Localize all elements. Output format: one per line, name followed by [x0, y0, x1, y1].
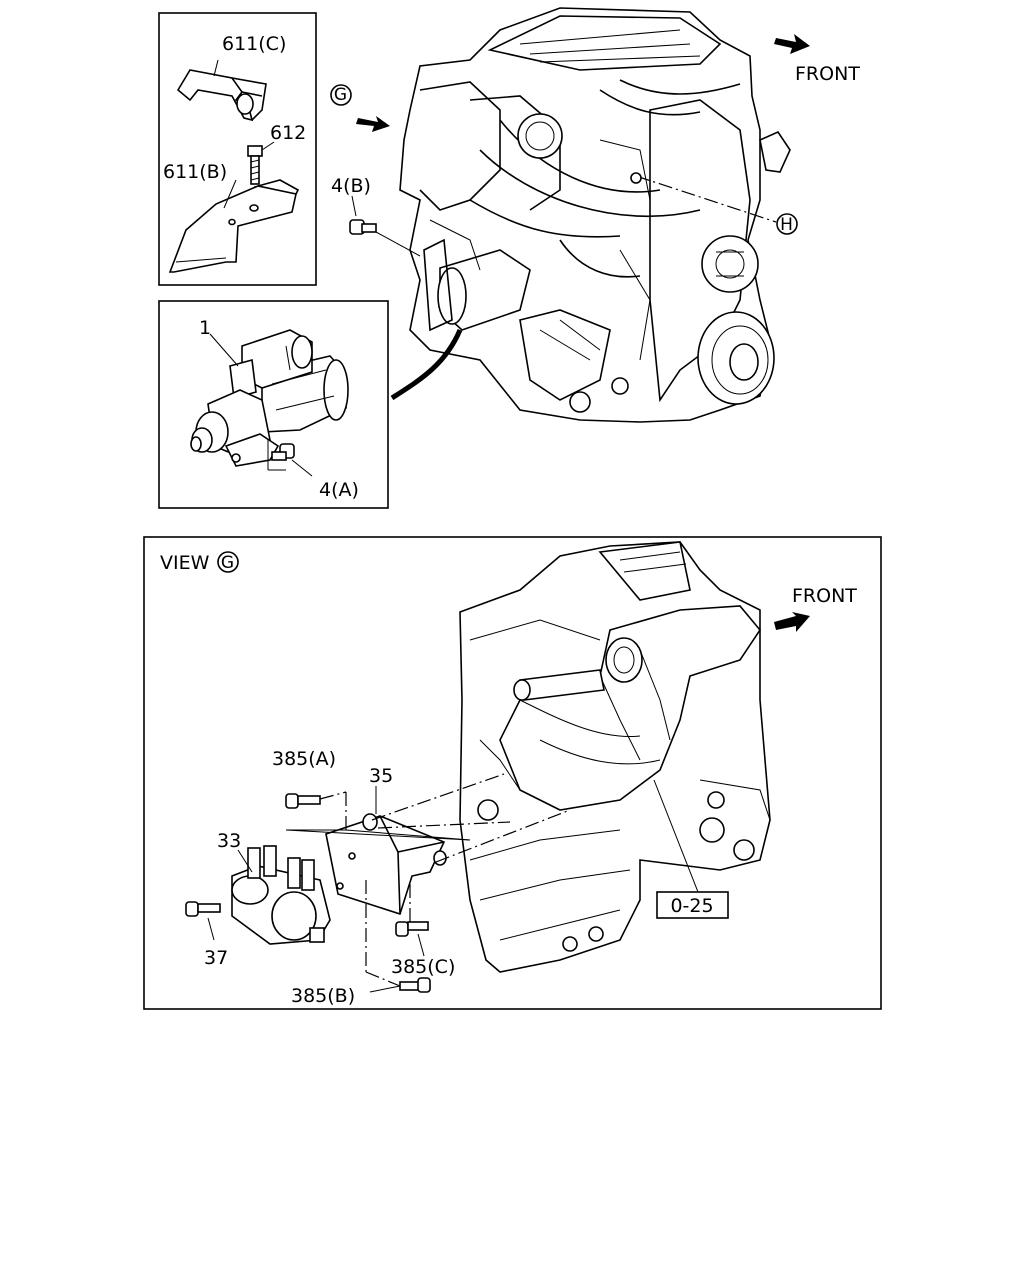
bracket-35-drawing — [325, 813, 447, 916]
starter-motor-drawing — [190, 329, 349, 467]
view-g-arrow: G — [330, 84, 390, 132]
engine-side-view-drawing — [459, 541, 771, 973]
bracket-611c-drawing — [176, 69, 267, 122]
ref-g-letter: G — [334, 85, 348, 105]
label-4a: 4(A) — [319, 479, 359, 501]
front-bottom-indicator: FRONT — [774, 585, 857, 632]
engine-top-view-drawing — [390, 7, 791, 423]
view-g-panel: VIEW G FRONT — [143, 536, 882, 1010]
front-top-indicator: FRONT — [774, 34, 860, 85]
bolt-4b-drawing — [349, 219, 421, 257]
ref-025-label: 0-25 — [670, 895, 713, 917]
view-ref-letter: G — [221, 553, 235, 573]
label-611c: 611(C) — [222, 33, 286, 55]
label-385b: 385(B) — [291, 985, 355, 1007]
bolt-385b-drawing — [399, 977, 431, 993]
bolt-37-drawing — [185, 901, 221, 917]
label-35: 35 — [369, 765, 393, 787]
label-1: 1 — [199, 317, 211, 339]
label-4b: 4(B) — [331, 175, 371, 197]
label-385c: 385(C) — [391, 956, 455, 978]
view-title: VIEW — [160, 552, 210, 574]
label-612: 612 — [270, 122, 306, 144]
label-385a: 385(A) — [272, 748, 336, 770]
ref-h-letter: H — [780, 215, 794, 235]
bracket-611b-drawing — [168, 179, 300, 273]
bolt-385c-drawing — [395, 921, 429, 937]
label-611b: 611(B) — [163, 161, 227, 183]
front-bottom-label: FRONT — [792, 585, 857, 607]
bolt-385a-drawing — [285, 793, 321, 809]
bracket-inset: 611(C) 612 611(B) — [158, 12, 317, 286]
bolt-4a-drawing — [267, 440, 295, 471]
ignition-coil-33-drawing — [231, 845, 331, 945]
ref-h-callout: H — [630, 172, 798, 235]
starter-inset: 1 4(A) — [158, 300, 389, 509]
label-33: 33 — [217, 830, 241, 852]
front-top-label: FRONT — [795, 63, 860, 85]
ref-025-box — [656, 891, 729, 919]
label-37: 37 — [204, 947, 228, 969]
